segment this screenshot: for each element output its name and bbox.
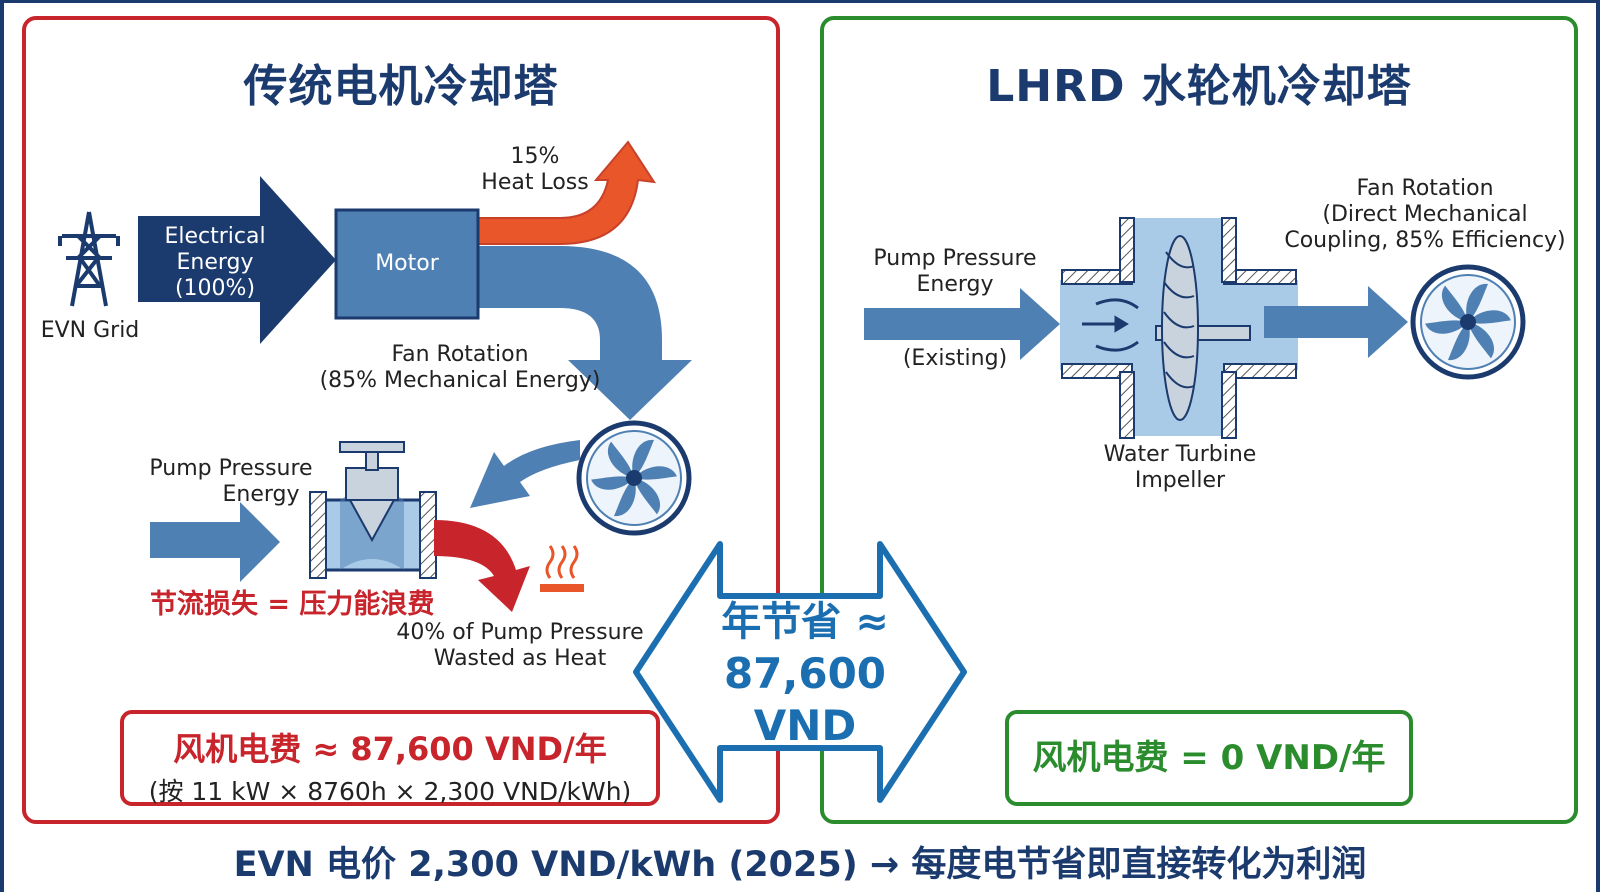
wasted-heat-label: 40% of Pump Pressure Wasted as Heat — [392, 620, 648, 672]
heat-loss-text: Heat Loss — [481, 170, 589, 195]
throttle-valve-icon — [309, 441, 437, 579]
fan-rotation-right-line3: Coupling, 85% Efficiency) — [1284, 228, 1566, 253]
pump-pressure-arrow-left — [150, 502, 280, 582]
fan-rotation-left-line1: Fan Rotation — [391, 342, 529, 367]
fan-to-valve-arrow — [470, 440, 580, 508]
traditional-cost-formula: (按 11 kW × 8760h × 2,300 VND/kWh) — [148, 777, 632, 806]
wasted-heat-line1: 40% of Pump Pressure — [396, 620, 644, 645]
heat-loss-label: 15% Heat Loss — [470, 144, 600, 196]
pump-pressure-arrow-right — [864, 288, 1060, 360]
lhrd-cost-main: 风机电费 = 0 VND/年 — [1032, 738, 1386, 778]
turbine-to-fan-arrow — [1264, 286, 1408, 358]
annual-savings-label: 年节省 ≈ — [721, 599, 889, 645]
existing-label: (Existing) — [902, 346, 1008, 371]
wasted-heat-line2: Wasted as Heat — [433, 646, 607, 671]
turbine-line1: Water Turbine — [1103, 442, 1257, 467]
electrical-energy-line3: (100%) — [174, 276, 256, 301]
heat-loss-arrow — [477, 140, 657, 245]
throttle-loss-label: 节流损失 = 压力能浪费 — [150, 589, 435, 620]
heat-icon — [540, 545, 584, 592]
fan-rotation-label-left: Fan Rotation (85% Mechanical Energy) — [310, 342, 610, 394]
pump-pressure-right-line2: Energy — [916, 272, 994, 297]
pump-pressure-left-line1: Pump Pressure — [149, 456, 313, 481]
fan-icon-right — [1410, 264, 1526, 380]
fan-rotation-arrow — [478, 246, 692, 420]
annual-savings-unit: VND — [753, 701, 857, 750]
fan-rotation-right-line2: (Direct Mechanical — [1322, 202, 1528, 227]
electrical-energy-line2: Energy — [176, 250, 254, 275]
electrical-energy-line1: Electrical — [164, 224, 266, 249]
turbine-label: Water Turbine Impeller — [1100, 442, 1260, 494]
fan-rotation-left-line2: (85% Mechanical Energy) — [319, 368, 601, 393]
footer-note: EVN 电价 2,300 VND/kWh (2025) → 每度电节省即直接转化… — [233, 845, 1367, 885]
power-pylon-icon — [58, 211, 120, 307]
water-turbine-icon — [1060, 217, 1298, 439]
traditional-cost-box: 风机电费 ≈ 87,600 VND/年 (按 11 kW × 8760h × 2… — [120, 710, 660, 806]
fan-icon-left — [576, 420, 692, 536]
fan-rotation-label-right: Fan Rotation (Direct Mechanical Coupling… — [1280, 176, 1570, 254]
evn-grid-label: EVN Grid — [40, 318, 140, 343]
electrical-energy-arrow — [138, 176, 336, 344]
traditional-cost-main: 风机电费 ≈ 87,600 VND/年 — [173, 730, 607, 768]
savings-double-arrow — [633, 541, 967, 803]
wasted-pressure-arrow — [434, 520, 530, 612]
motor-label: Motor — [375, 251, 439, 276]
pump-pressure-label-right: Pump Pressure Energy — [860, 246, 1050, 298]
motor-box — [334, 208, 480, 320]
turbine-line2: Impeller — [1134, 468, 1226, 493]
electrical-energy-label: Electrical Energy (100%) — [140, 224, 290, 302]
traditional-title: 传统电机冷却塔 — [243, 61, 559, 112]
pump-pressure-left-line2: Energy — [222, 482, 300, 507]
annual-savings-amount: 87,600 — [723, 649, 887, 698]
lhrd-cost-box: 风机电费 = 0 VND/年 — [1005, 710, 1413, 806]
fan-rotation-right-line1: Fan Rotation — [1356, 176, 1494, 201]
pump-pressure-right-line1: Pump Pressure — [873, 246, 1037, 271]
lhrd-title: LHRD 水轮机冷却塔 — [986, 61, 1412, 112]
heat-loss-percent: 15% — [510, 144, 560, 169]
pump-pressure-label-left: Pump Pressure Energy — [146, 456, 316, 508]
